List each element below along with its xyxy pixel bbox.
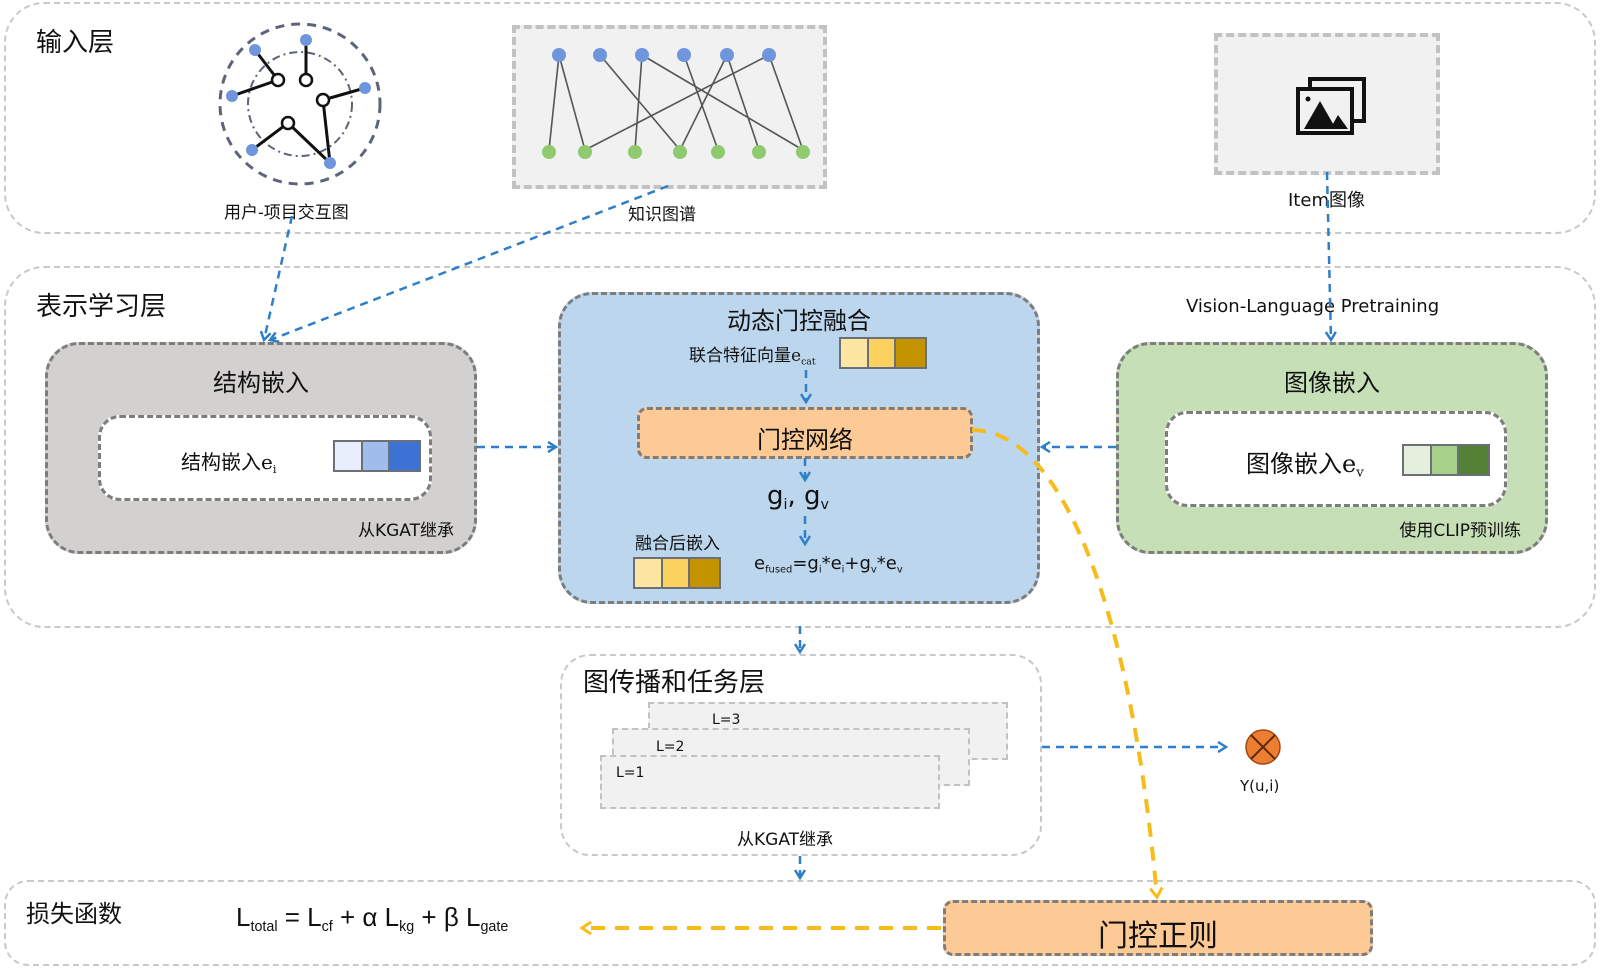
structural-embedding-title: 结构嵌入 [213,369,309,397]
structural-embedding-label: 结构嵌入ei [181,450,277,476]
input-layer [4,2,1596,234]
propagation-layer-title: 图传播和任务层 [583,668,766,698]
gate-regularization-label: 门控正则 [1098,919,1218,954]
concat-vector-label: 联合特征向量ecat [689,346,816,368]
vector-cell [841,339,869,367]
output-label: Y(u,i) [1240,777,1280,795]
vector-cell [635,559,663,587]
image-embedding-label: 图像嵌入ev [1246,450,1364,481]
vector-cell [690,559,720,587]
loss-formula: Ltotal = Lcf + α Lkg + β Lgate [236,902,509,935]
vector-cell [390,442,420,470]
layer-label: L=3 [712,712,741,728]
structural-embedding-vector [333,440,421,472]
vector-cell [868,339,897,367]
fused-embedding-label: 融合后嵌入 [635,534,720,554]
vector-cell [335,442,363,470]
interaction-graph-label: 用户-项目交互图 [224,203,349,223]
image-gallery-icon [1296,77,1366,135]
image-embedding-inner: 图像嵌入ev [1165,411,1507,507]
structural-embedding-note: 从KGAT继承 [357,521,454,541]
vector-cell [896,339,926,367]
gate-regularization-box: 门控正则 [943,900,1373,956]
output-node-icon [1245,729,1281,765]
fusion-formula: efused=gi*ei+gv*ev [754,553,903,576]
gate-network-label: 门控网络 [757,426,853,454]
vector-cell [662,559,691,587]
loss-layer [4,880,1596,966]
vector-cell [362,442,391,470]
item-image-label: Item图像 [1288,190,1365,211]
image-embedding-vector [1402,444,1490,476]
fused-embedding-vector [633,557,721,589]
representation-layer-title: 表示学习层 [36,292,167,322]
propagation-layer-1: L=1 [600,755,940,809]
structural-embedding-box: 结构嵌入 结构嵌入ei 从KGAT继承 [45,342,477,554]
loss-layer-title: 损失函数 [26,900,122,928]
image-embedding-title: 图像嵌入 [1284,369,1380,397]
image-embedding-note: 使用CLIP预训练 [1399,521,1521,541]
layer-label: L=1 [616,765,645,781]
knowledge-graph-label: 知识图谱 [628,205,696,225]
knowledge-graph [542,48,810,159]
image-embedding-box: 图像嵌入 图像嵌入ev 使用CLIP预训练 [1116,342,1548,554]
gate-values: gi, gv [767,481,830,513]
concat-vector [839,337,927,369]
interaction-graph [218,22,382,186]
gated-fusion-box: 动态门控融合 联合特征向量ecat 门控网络 gi, gv 融合后嵌入 efus… [558,292,1040,604]
item-image-panel [1214,33,1440,175]
propagation-note: 从KGAT继承 [737,830,834,850]
gated-fusion-title: 动态门控融合 [727,307,871,335]
layer-label: L=2 [656,739,685,755]
vector-cell [1459,446,1489,474]
pretraining-label: Vision-Language Pretraining [1186,296,1440,317]
vector-cell [1431,446,1460,474]
structural-embedding-inner: 结构嵌入ei [98,415,432,501]
vector-cell [1404,446,1432,474]
gate-network-box: 门控网络 [637,407,973,459]
input-layer-title: 输入层 [36,28,115,58]
